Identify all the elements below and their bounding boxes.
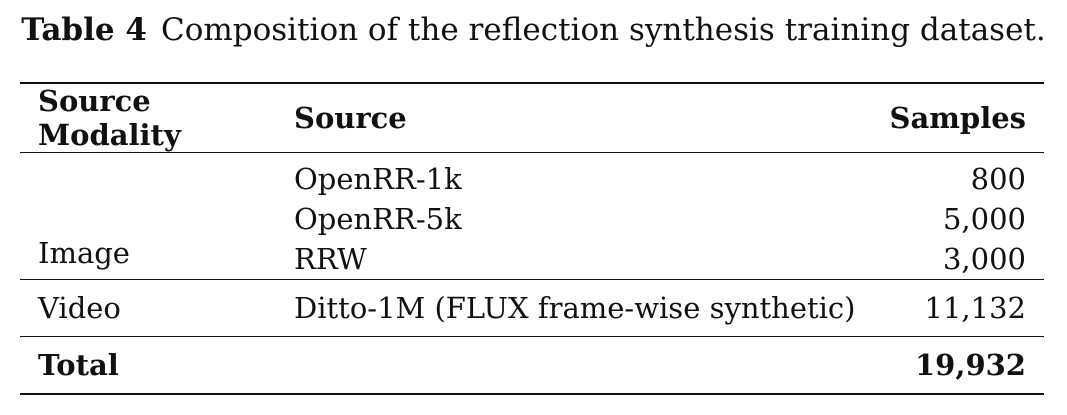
header-samples: Samples: [889, 101, 1027, 135]
table-number: Table 4: [21, 12, 147, 48]
total-empty-cell: [276, 337, 872, 395]
samples-cell: 11,132: [924, 291, 1026, 325]
source-cell: Ditto-1M (FLUX frame-wise synthetic): [294, 291, 856, 325]
source-cell: RRW: [294, 242, 367, 276]
table-row: OpenRR-5k 5,000: [20, 199, 1044, 239]
samples-cell: 5,000: [942, 202, 1026, 236]
table-row: Video Ditto-1M (FLUX frame-wise syntheti…: [20, 280, 1044, 337]
header-source: Source: [294, 101, 407, 135]
table-row: Image OpenRR-1k 800: [20, 153, 1044, 270]
total-samples: 19,932: [915, 348, 1026, 382]
modality-cell-video: Video: [38, 291, 121, 325]
table-row: RRW 3,000: [20, 239, 1044, 280]
samples-cell: 3,000: [942, 242, 1026, 276]
total-row: Total 19,932: [20, 337, 1044, 395]
samples-cell: 800: [970, 162, 1026, 196]
header-source-modality: Source Modality: [38, 84, 181, 152]
table-container: Source Modality Source Samples Image Ope…: [20, 82, 1044, 395]
dataset-composition-table: Source Modality Source Samples Image Ope…: [20, 82, 1044, 395]
header-row: Source Modality Source Samples: [20, 83, 1044, 153]
total-label: Total: [38, 348, 119, 382]
table-caption: Table 4 Composition of the reflection syn…: [0, 10, 1067, 50]
source-cell: OpenRR-5k: [294, 202, 462, 236]
source-cell: OpenRR-1k: [294, 162, 462, 196]
caption-text: Composition of the reflection synthesis …: [160, 12, 1046, 48]
modality-cell-image: Image: [38, 236, 130, 270]
